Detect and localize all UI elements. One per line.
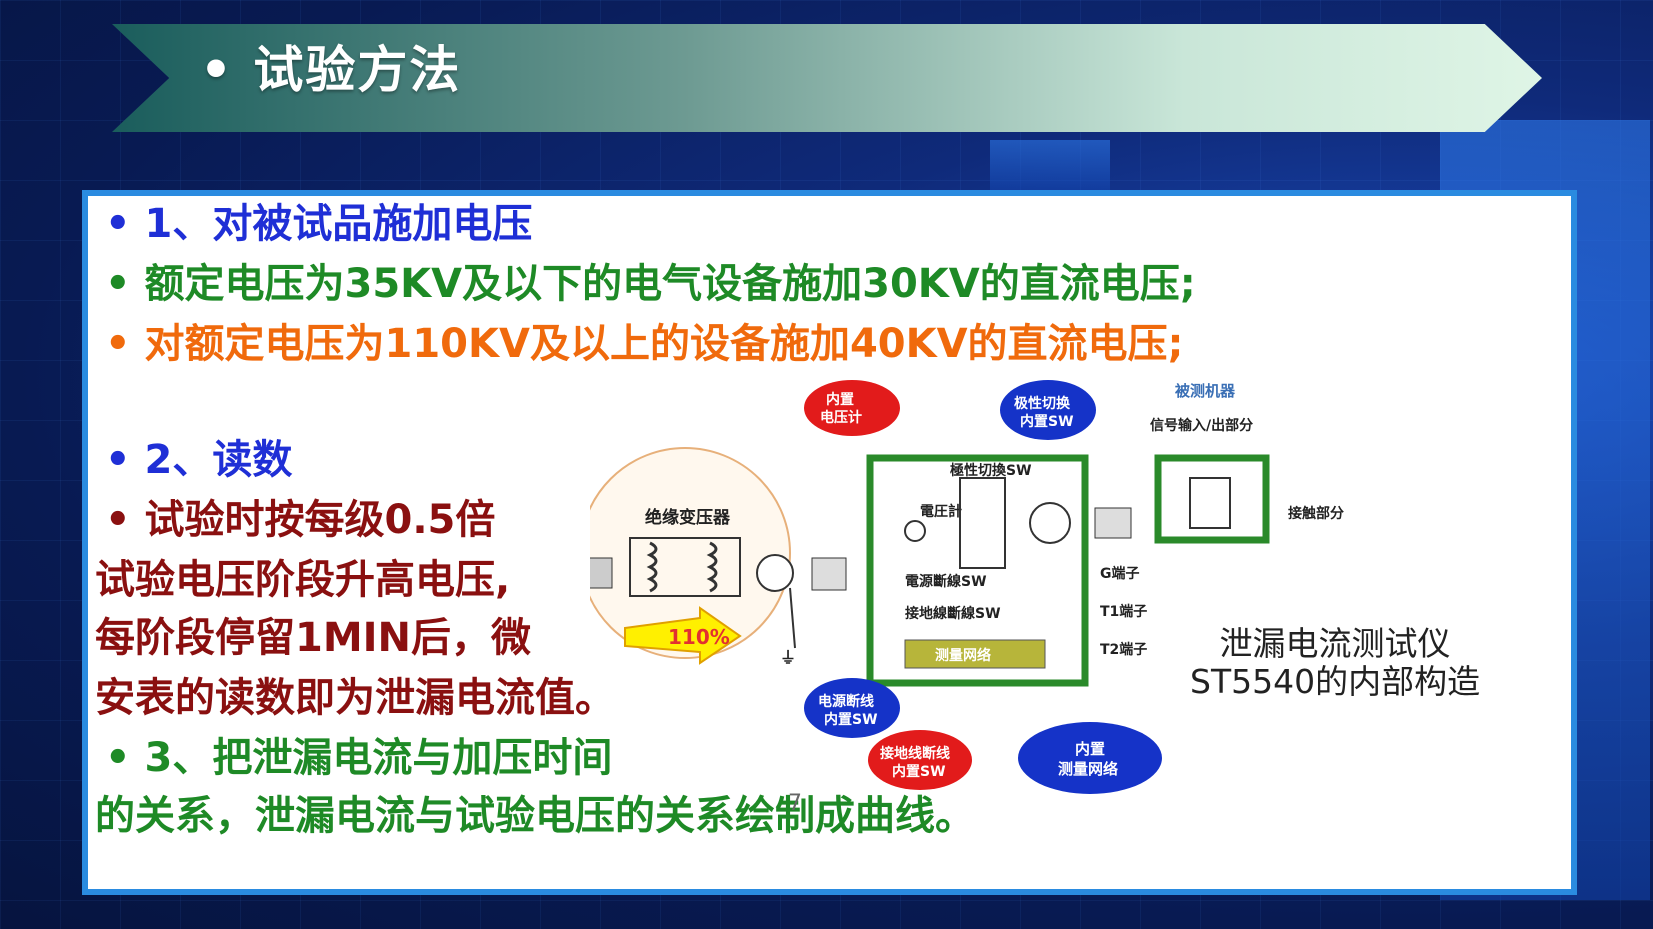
plug-mid xyxy=(811,557,847,591)
power-break-sw-label: 電源斷線SW xyxy=(905,573,987,590)
transformer-core xyxy=(629,537,741,597)
arrow-110 xyxy=(624,606,742,665)
text-line-5: • 试验时按每级0.5倍 xyxy=(105,497,496,543)
bubble-power-label: 电源断线 xyxy=(818,693,874,710)
transformer-circle xyxy=(590,447,791,659)
voltmeter-symbol xyxy=(904,520,926,542)
device-label: 被测机器 xyxy=(1175,382,1236,400)
bubble-polarity-label-2: 内置SW xyxy=(1020,413,1074,430)
content-panel xyxy=(82,190,1577,895)
transformer-label: 绝缘变压器 xyxy=(645,507,731,528)
bubble-ground-label-2: 内置SW xyxy=(892,763,946,780)
outlet-right xyxy=(1029,502,1071,544)
plug-left xyxy=(590,557,613,589)
measure-network-label: 测量网络 xyxy=(935,647,991,664)
ground-symbol: ⏚ xyxy=(780,648,796,667)
t2-terminal-label: T2端子 xyxy=(1100,641,1147,658)
switch-block xyxy=(959,477,1006,569)
text-line-7: 每阶段停留1MIN后，微 xyxy=(95,615,531,661)
bubble-ground-label: 接地线断线 xyxy=(880,745,950,762)
caption-line-1: 泄漏电流测试仪 xyxy=(1219,624,1451,663)
bubble-power xyxy=(804,678,900,738)
text-line-1: • 1、对被试品施加电压 xyxy=(105,201,533,247)
bubble-net xyxy=(1018,722,1162,794)
signal-label: 信号输入/出部分 xyxy=(1150,417,1253,434)
measure-network xyxy=(904,639,1046,669)
text-line-4: • 2、读数 xyxy=(105,437,293,483)
bubble-polarity-label: 极性切换 xyxy=(1014,395,1071,412)
voltmeter-label: 電圧計 xyxy=(920,503,962,520)
text-line-10: 的关系，泄漏电流与试验电压的关系绘制成曲线。 xyxy=(95,793,975,839)
primary-coil xyxy=(646,541,658,593)
outlet xyxy=(756,554,794,592)
bubble-meter xyxy=(804,380,900,436)
bubble-meter-label: 内置 xyxy=(826,391,854,408)
text-line-8: 安表的读数即为泄漏电流值。 xyxy=(95,675,615,721)
bubble-power-label-2: 内置SW xyxy=(824,711,878,728)
bubble-ground xyxy=(868,730,972,790)
bubble-net-label-2: 测量网络 xyxy=(1058,760,1118,778)
diagram-caption: 泄漏电流测试仪 ST5540的内部构造 xyxy=(1190,625,1480,701)
st5540-internal-diagram: 绝缘变压器 ⏚ 110% 極性切換SW 電圧計 電源斷線SW 接地線斷線SW 测… xyxy=(590,380,1344,816)
text-line-3: • 对额定电压为110KV及以上的设备施加40KV的直流电压; xyxy=(105,321,1184,367)
bubble-net-label: 内置 xyxy=(1075,740,1105,758)
t1-terminal-label: T1端子 xyxy=(1100,603,1147,620)
page-number: 7 xyxy=(788,791,802,816)
contact-label: 接触部分 xyxy=(1288,505,1344,522)
plug-right xyxy=(1094,507,1132,539)
text-line-2: • 额定电压为35KV及以下的电气设备施加30KV的直流电压; xyxy=(105,261,1196,307)
bubble-polarity xyxy=(1000,380,1096,440)
g-terminal-label: G端子 xyxy=(1100,565,1140,582)
secondary-coil xyxy=(706,541,718,593)
background-tower xyxy=(990,140,1110,190)
title-banner xyxy=(112,24,1542,132)
arrow-label: 110% xyxy=(668,625,730,649)
page-title: • 试验方法 xyxy=(200,41,462,99)
polarity-sw-label: 極性切換SW xyxy=(950,462,1032,479)
ground-break-sw-label: 接地線斷線SW xyxy=(905,605,1001,622)
caption-line-2: ST5540的内部构造 xyxy=(1190,662,1481,701)
text-line-6: 试验电压阶段升高电压, xyxy=(95,557,511,603)
bubble-meter-label-2: 电压计 xyxy=(820,409,862,426)
device-connector xyxy=(1189,477,1231,529)
text-line-9: • 3、把泄漏电流与加压时间 xyxy=(105,735,613,781)
